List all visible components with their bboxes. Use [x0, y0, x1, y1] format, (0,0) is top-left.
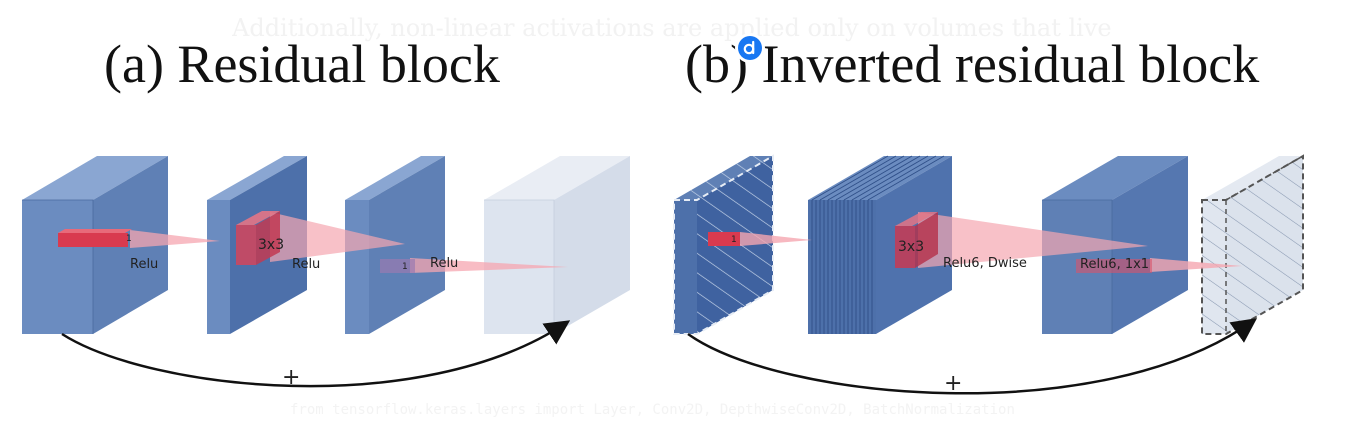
skip-arrow-a [61, 320, 571, 388]
background-text: Additionally, non-linear activations are… [232, 14, 1112, 42]
plus-b-label: + [944, 371, 962, 396]
panel-a: 1 Relu 3x3 Relu 1 Relu + [22, 156, 630, 390]
cone-a3 [410, 258, 568, 273]
notification-badge-icon[interactable] [738, 36, 762, 60]
panel-b-title: (b) Inverted residual block [685, 34, 1260, 94]
cone-a2 [270, 212, 405, 262]
kernel-a1 [58, 229, 132, 247]
kernel-b3 [1076, 259, 1152, 273]
kernel-3x3-b-label: 3x3 [898, 239, 924, 255]
kernel-b1-label: 1 [731, 235, 737, 245]
cone-b2 [918, 212, 1148, 268]
cone-b1 [740, 232, 812, 246]
skip-arrow-b [687, 318, 1258, 395]
block-b3 [1042, 156, 1188, 334]
kernel-b1 [708, 232, 740, 246]
kernel-b2 [895, 212, 938, 268]
panel-a-title: (a) Residual block [104, 34, 500, 94]
background-code: from tensorflow.keras.layers import Laye… [290, 402, 1015, 418]
block-a4 [484, 156, 630, 334]
cone-b3 [1150, 258, 1242, 272]
kernel-a3 [380, 259, 415, 273]
block-a3 [345, 156, 445, 334]
relu-a3-label: Relu [430, 256, 458, 271]
relu6-dwise-label: Relu6, Dwise [943, 256, 1027, 271]
plus-a-label: + [282, 365, 300, 390]
badge-glyph-icon [743, 40, 755, 55]
block-b4 [1201, 154, 1304, 335]
kernel-3x3-a-label: 3x3 [258, 237, 284, 253]
kernel-a1-label: 1 [126, 234, 132, 244]
relu6-1x1-label: Relu6, 1x1 [1080, 257, 1149, 272]
relu-a2-label: Relu [292, 257, 320, 272]
kernel-a3-label: 1 [402, 262, 408, 272]
relu-a1-label: Relu [130, 257, 158, 272]
cone-a1 [130, 230, 220, 248]
kernel-a2 [236, 211, 280, 265]
panel-b: 1 3x3 Relu6, Dwise Relu6, 1x1 + [673, 154, 1304, 396]
